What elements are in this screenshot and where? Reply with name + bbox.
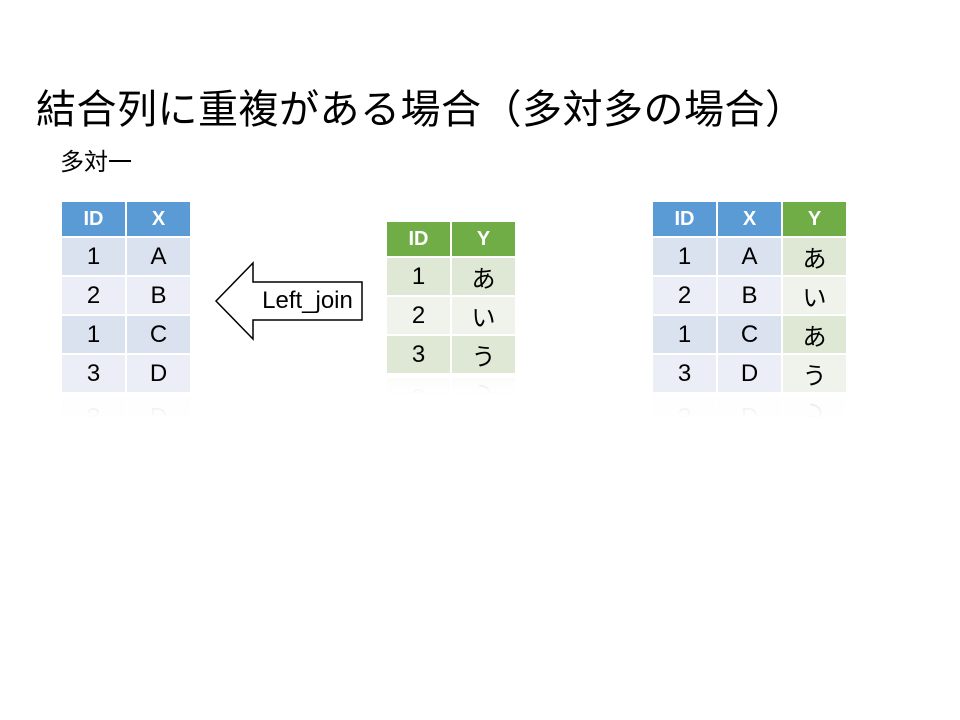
slide-title: 結合列に重複がある場合（多対多の場合）	[36, 88, 806, 132]
column-header-id: ID	[387, 222, 450, 256]
table-cell: 1	[387, 258, 450, 295]
table-cell: 1	[653, 238, 716, 275]
table-cell: D	[127, 355, 190, 392]
column-header-x: X	[127, 202, 190, 236]
left-join-arrow: Left_join	[214, 261, 364, 341]
table-cell: A	[127, 238, 190, 275]
column-header-y: Y	[452, 222, 515, 256]
left-join-label: Left_join	[262, 287, 353, 314]
table-cell: あ	[783, 316, 846, 353]
table-cell: い	[783, 277, 846, 314]
table-cell: 1	[653, 316, 716, 353]
table-cell: 2	[387, 297, 450, 334]
table-cell: 1	[62, 316, 125, 353]
table-cell: 3	[62, 355, 125, 392]
table-cell: 2	[62, 277, 125, 314]
table-cell: A	[718, 238, 781, 275]
table-cell: 2	[653, 277, 716, 314]
table-cell: 3	[387, 336, 450, 373]
column-header-id: ID	[653, 202, 716, 236]
table-cell: あ	[452, 258, 515, 295]
table-cell: D	[718, 355, 781, 392]
table-cell: B	[718, 277, 781, 314]
column-header-y: Y	[783, 202, 846, 236]
table-cell: B	[127, 277, 190, 314]
table-cell: C	[127, 316, 190, 353]
table-cell: C	[718, 316, 781, 353]
block-arrow-left-icon	[214, 261, 363, 341]
table-cell: 3	[653, 355, 716, 392]
column-header-id: ID	[62, 202, 125, 236]
table-cell: う	[783, 355, 846, 392]
table-cell: 1	[62, 238, 125, 275]
table-cell: い	[452, 297, 515, 334]
label-many-to-one: 多対一	[60, 149, 132, 176]
column-header-x: X	[718, 202, 781, 236]
table-cell: う	[452, 336, 515, 373]
table-cell: あ	[783, 238, 846, 275]
